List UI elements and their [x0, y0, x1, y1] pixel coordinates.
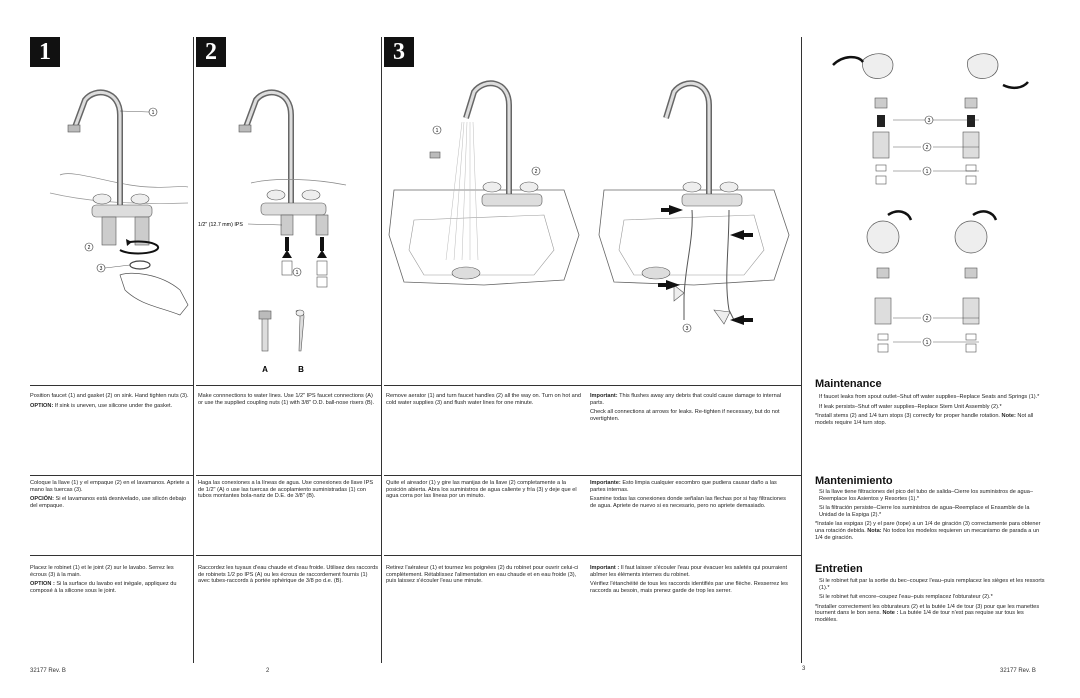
step-number-3: 3	[384, 37, 414, 67]
callout-2b: 2	[926, 316, 929, 322]
page-number-3: 3	[802, 666, 806, 672]
callout-1: 1	[436, 128, 439, 134]
col4-english: Important: This flushes away any debris …	[590, 393, 782, 422]
entretien-title: Entretien	[815, 563, 863, 575]
step-number-2: 2	[196, 37, 226, 67]
divider	[801, 37, 802, 663]
maintenance-english: If faucet leaks from spout outlet–Shut o…	[815, 394, 1040, 426]
col3-english: Remove aerator (1) and turn faucet handl…	[386, 393, 581, 406]
step-number-1: 1	[30, 37, 60, 67]
callout-1: 1	[296, 270, 299, 276]
callout-1: 1	[926, 169, 929, 175]
rule	[196, 555, 382, 556]
rule	[384, 555, 802, 556]
callout-1b: 1	[926, 340, 929, 346]
label-a: A	[262, 365, 268, 374]
col4-french: Important : Il faut laisser s'écouler l'…	[590, 565, 788, 594]
col1-spanish: Coloque la llave (1) y el empaque (2) en…	[30, 480, 190, 509]
callout-3: 3	[686, 326, 689, 332]
col2-french: Raccordez les tuyaux d'eau chaude et d'e…	[198, 565, 378, 585]
callout-3: 3	[100, 266, 103, 272]
footer-left: 32177 Rev. B	[30, 668, 66, 674]
footer-right: 32177 Rev. B	[1000, 668, 1036, 674]
rule	[30, 385, 194, 386]
maintenance-french: Si le robinet fuit par la sortie du bec–…	[815, 578, 1045, 623]
rule	[384, 475, 802, 476]
page-number-2: 2	[266, 668, 270, 674]
step3-illustration: 1 2 3	[388, 80, 790, 333]
mantenimiento-title: Mantenimiento	[815, 475, 893, 487]
col1-french: Placez le robinet (1) et le joint (2) su…	[30, 565, 177, 594]
col3-french: Retirez l'aérateur (1) et tournez les po…	[386, 565, 579, 585]
col2-spanish: Haga las conexiones a la líneas de agua.…	[198, 480, 374, 500]
step1-illustration: 1 2 3	[49, 89, 189, 316]
divider	[193, 37, 194, 663]
label-b: B	[298, 365, 304, 374]
rule	[384, 385, 802, 386]
callout-2: 2	[926, 145, 929, 151]
divider	[381, 37, 382, 663]
callout-2: 2	[535, 169, 538, 175]
ips-label: 1/2" (12.7 mm) IPS	[198, 222, 243, 228]
maintenance-title: Maintenance	[815, 378, 882, 390]
callout-1: 1	[152, 110, 155, 116]
maintenance-spanish: Si la llave tiene filtraciones del pico …	[815, 489, 1041, 541]
col3-spanish: Quite el aireador (1) y gire las manijas…	[386, 480, 577, 500]
col1-english: Position faucet (1) and gasket (2) on si…	[30, 393, 189, 409]
rule	[196, 475, 382, 476]
maintenance-illustration: 3 2 1 2 1	[832, 53, 1029, 353]
col4-spanish: Importante: Esto limpia cualquier escomb…	[590, 480, 786, 509]
rule	[196, 385, 382, 386]
callout-2: 2	[88, 245, 91, 251]
callout-3: 3	[928, 118, 931, 124]
step2-illustration: 1/2" (12.7 mm) IPS 1 A B	[198, 89, 347, 374]
rule	[30, 475, 194, 476]
rule	[30, 555, 194, 556]
col2-english: Make connnections to water lines. Use 1/…	[198, 393, 375, 406]
